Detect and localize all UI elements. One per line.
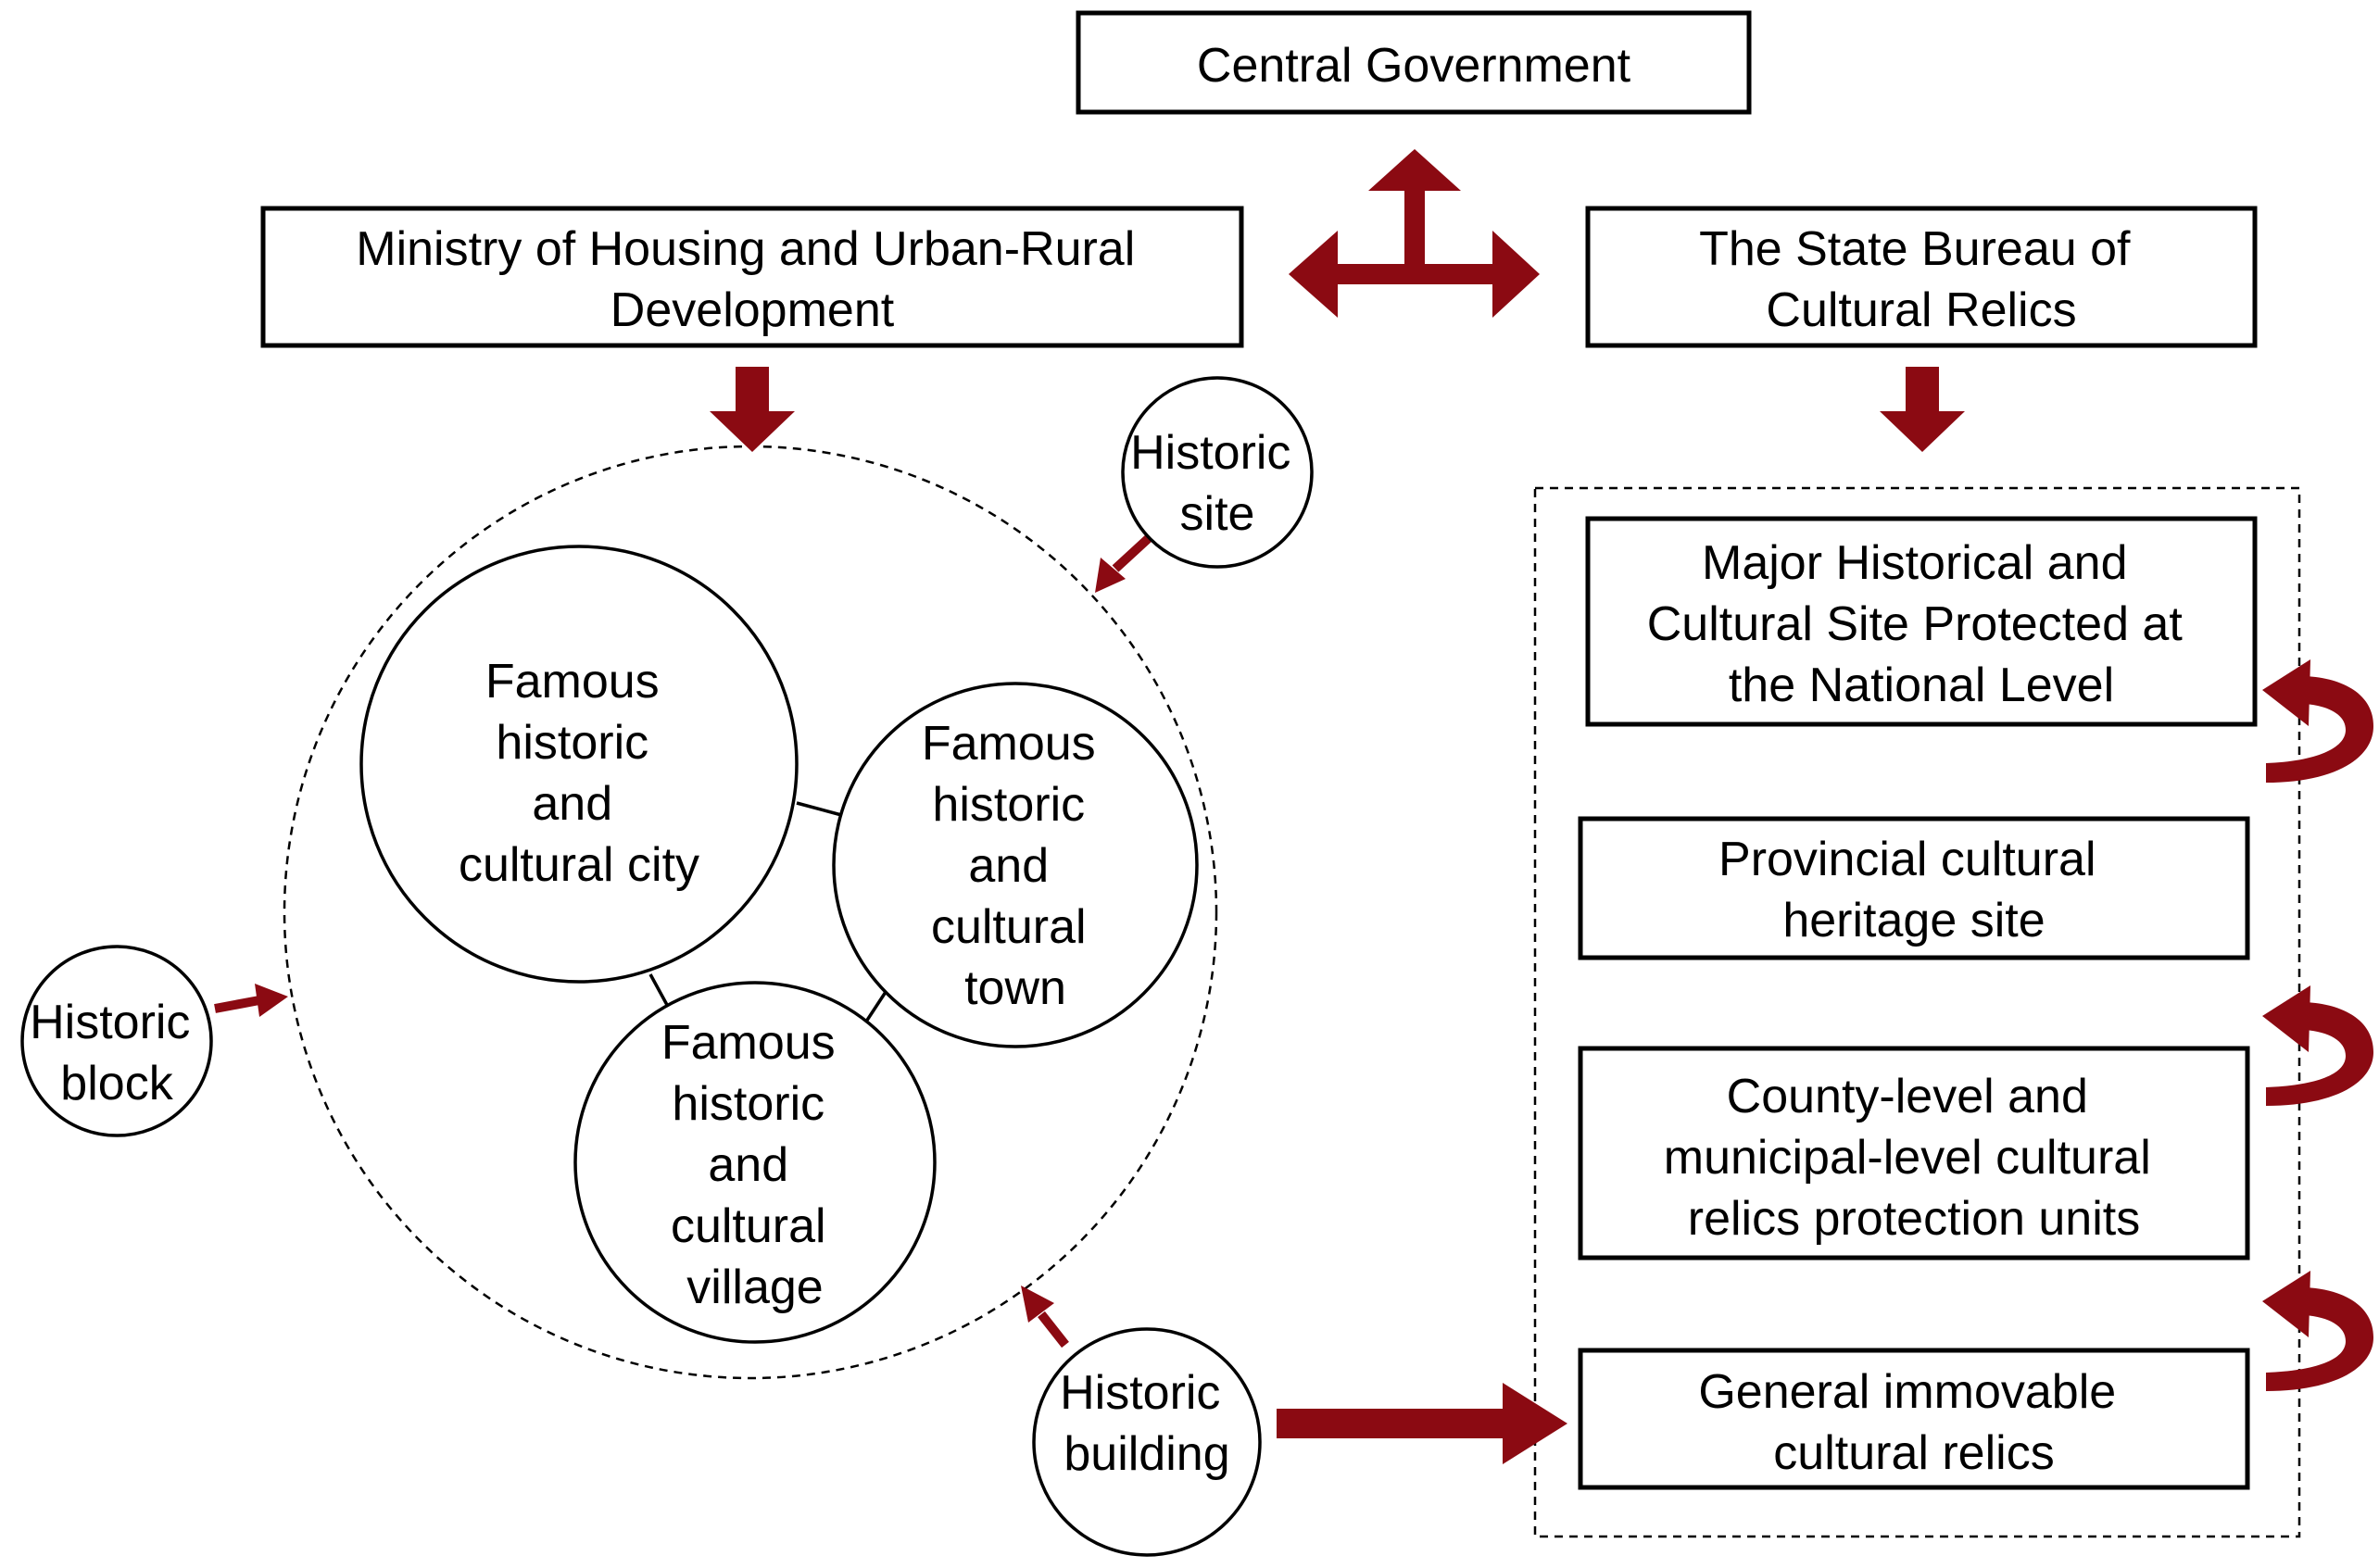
national-level-box	[1585, 516, 2258, 727]
famous-town-circle	[832, 682, 1199, 1048]
cultural-relics-dashed-group	[1533, 486, 2301, 1538]
historic-site-label: Historic site	[1130, 426, 1304, 541]
county-municipal-label: County-level and municipal-level cultura…	[1664, 1070, 2164, 1246]
provincial-box	[1578, 816, 2250, 960]
general-to-county-curved-arrow	[2262, 1271, 2373, 1391]
famous-city-label: Famous historic and cultural city	[459, 655, 699, 892]
county-to-provincial-curved-arrow	[2262, 985, 2373, 1106]
general-immovable-label: General immovable cultural relics	[1698, 1365, 2129, 1480]
site-to-circle-arrow	[1095, 533, 1153, 593]
central-government-label: Central Government	[1197, 39, 1631, 93]
famous-village-circle	[573, 981, 937, 1344]
county-municipal-box	[1578, 1046, 2250, 1261]
three-way-arrow	[1289, 149, 1540, 318]
building-to-relics-arrow	[1277, 1383, 1567, 1464]
historic-block-circle	[20, 945, 213, 1137]
city-town-link	[796, 801, 846, 818]
national-level-label: Major Historical and Cultural Site Prote…	[1647, 536, 2196, 712]
general-immovable-box	[1578, 1348, 2250, 1490]
central-government-box	[1076, 10, 1752, 115]
ministry-label: Ministry of Housing and Urban-Rural Deve…	[356, 222, 1148, 337]
town-village-link	[864, 988, 889, 1022]
historic-building-circle	[1032, 1327, 1262, 1557]
famous-town-label: Famous historic and cultural town	[922, 717, 1109, 1015]
building-to-circle-arrow	[1021, 1286, 1069, 1348]
ministry-box	[260, 206, 1244, 348]
provincial-label: Provincial cultural heritage site	[1718, 833, 2109, 947]
bureau-down-arrow	[1880, 367, 1965, 452]
ministry-down-arrow	[710, 367, 795, 452]
block-to-circle-arrow	[214, 984, 288, 1017]
historic-building-label: Historic building	[1060, 1366, 1234, 1481]
historic-block-label: Historic block	[30, 996, 204, 1110]
state-bureau-label: The State Bureau of Cultural Relics	[1699, 222, 2144, 337]
famous-village-label: Famous historic and cultural village	[661, 1016, 849, 1314]
provincial-to-national-curved-arrow	[2262, 659, 2373, 783]
historic-site-circle	[1121, 376, 1314, 569]
famous-city-circle	[359, 545, 799, 984]
city-village-link	[648, 973, 669, 1006]
state-bureau-box	[1585, 206, 2258, 348]
